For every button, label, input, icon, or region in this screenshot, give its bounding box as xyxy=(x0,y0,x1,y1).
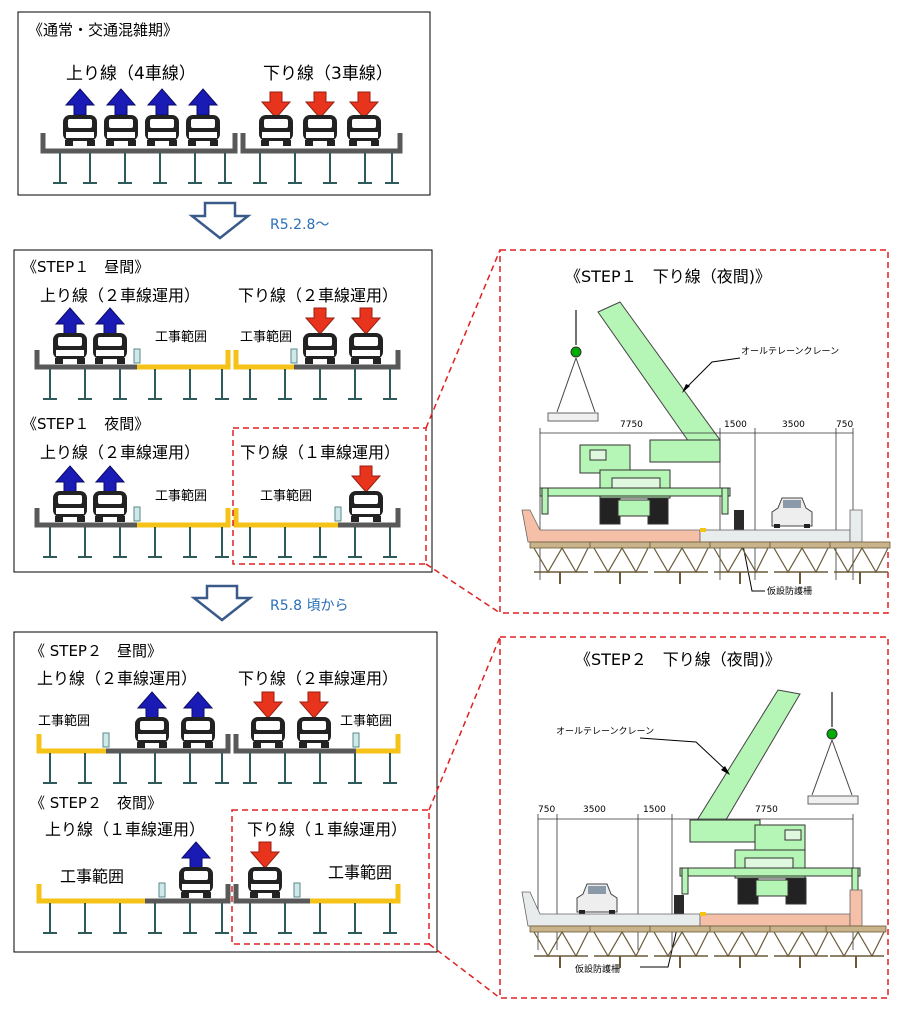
detail2-title: 《STEP２ 下り線（夜間)》 xyxy=(575,650,781,669)
crane-hook xyxy=(807,692,859,805)
transition-arrow-1: R5.2.8～ xyxy=(188,201,329,240)
step2-night-title: 《 STEP２ 夜間》 xyxy=(30,794,162,812)
step2-panel: 《 STEP２ 昼間》 上り線（２車線運用） 下り線（２車線運用） 工事範囲 工… xyxy=(13,631,438,953)
detail1-dim-3: 3500 xyxy=(782,420,805,430)
temporary-barrier xyxy=(734,510,744,530)
crane-body xyxy=(539,439,731,525)
crane-body xyxy=(679,819,861,905)
bridge-deck xyxy=(40,133,403,184)
down-outline-arrow-icon xyxy=(190,584,254,622)
step2-night-work-right: 工事範囲 xyxy=(328,863,392,882)
detail1-panel: 《STEP１ 下り線（夜間)》 オールテレーンクレーン 7750 1500 xyxy=(499,249,891,614)
normal-panel: 《通常・交通混雑期》 上り線（4車線） 下り線（3車線） xyxy=(17,11,431,196)
step2-night-highlight xyxy=(231,809,430,945)
step2-day-deck xyxy=(36,732,401,784)
step1-day-work-left: 工事範囲 xyxy=(155,330,207,345)
step2-day-title: 《 STEP２ 昼間》 xyxy=(30,642,162,660)
step1-night-up-label: 上り線（２車線運用） xyxy=(40,443,200,462)
step2-day-work-left: 工事範囲 xyxy=(38,714,90,729)
down-arrows xyxy=(261,91,379,119)
step1-day-down-label: 下り線（２車線運用） xyxy=(238,286,398,305)
temporary-barrier xyxy=(674,895,684,915)
step2-day-up-label: 上り線（２車線運用） xyxy=(37,669,197,688)
detail2-dim-1: 750 xyxy=(538,805,555,815)
detail2-dim-4: 7750 xyxy=(755,805,778,815)
detail1-dimensions xyxy=(539,428,854,580)
step1-night-deck xyxy=(34,506,401,558)
step1-night-title: 《STEP１ 夜間》 xyxy=(22,415,149,433)
step1-night-work-left: 工事範囲 xyxy=(155,489,207,504)
step1-day-title: 《STEP１ 昼間》 xyxy=(22,258,149,276)
detail1-dim-4: 750 xyxy=(836,420,853,430)
detail1-barrier-label: 仮設防護柵 xyxy=(767,585,812,597)
transition-2-label: R5.8 頃から xyxy=(270,598,348,614)
step2-night-down-label: 下り線（１車線運用） xyxy=(247,820,407,839)
transition-arrow-2: R5.8 頃から xyxy=(190,584,348,622)
detail2-barrier-label: 仮設防護柵 xyxy=(575,963,620,975)
detail1-title: 《STEP１ 下り線（夜間)》 xyxy=(565,267,771,286)
normal-up-label: 上り線（4車線） xyxy=(66,64,196,84)
step1-panel: 《STEP１ 昼間》 上り線（２車線運用） 下り線（２車線運用） 工事範囲 工事… xyxy=(13,249,433,573)
step2-night-work-left: 工事範囲 xyxy=(60,867,124,886)
connector-lines xyxy=(425,249,501,999)
detail1-dim-1: 7750 xyxy=(620,420,643,430)
step1-night-down-label: 下り線（１車線運用） xyxy=(240,443,400,462)
transition-1-label: R5.2.8～ xyxy=(270,217,329,233)
step1-day-up-label: 上り線（２車線運用） xyxy=(40,286,200,305)
detail1-crane-label: オールテレーンクレーン xyxy=(741,346,839,357)
step1-night-highlight xyxy=(232,427,427,565)
detail2-dim-3: 1500 xyxy=(643,805,666,815)
down-outline-arrow-icon xyxy=(188,201,252,240)
detail1-deck xyxy=(521,509,863,543)
step1-night-work-right: 工事範囲 xyxy=(260,489,312,504)
detail2-dim-2: 3500 xyxy=(583,805,606,815)
crane-hook xyxy=(547,310,599,422)
detail2-crane-label: オールテレーンクレーン xyxy=(556,726,654,737)
step1-day-work-right: 工事範囲 xyxy=(240,330,292,345)
detail1-dim-2: 1500 xyxy=(724,420,747,430)
detail2-panel: 《STEP２ 下り線（夜間)》 オールテレーンクレーン 750 3500 150… xyxy=(499,636,889,999)
step2-night-up-label: 上り線（１車線運用） xyxy=(45,820,205,839)
normal-down-label: 下り線（3車線） xyxy=(263,64,393,84)
normal-title: 《通常・交通混雑期》 xyxy=(28,21,178,39)
step2-day-work-right: 工事範囲 xyxy=(340,714,392,729)
step2-day-down-label: 下り線（２車線運用） xyxy=(238,669,398,688)
step1-day-deck xyxy=(34,348,401,400)
step2-night-deck xyxy=(36,882,401,934)
